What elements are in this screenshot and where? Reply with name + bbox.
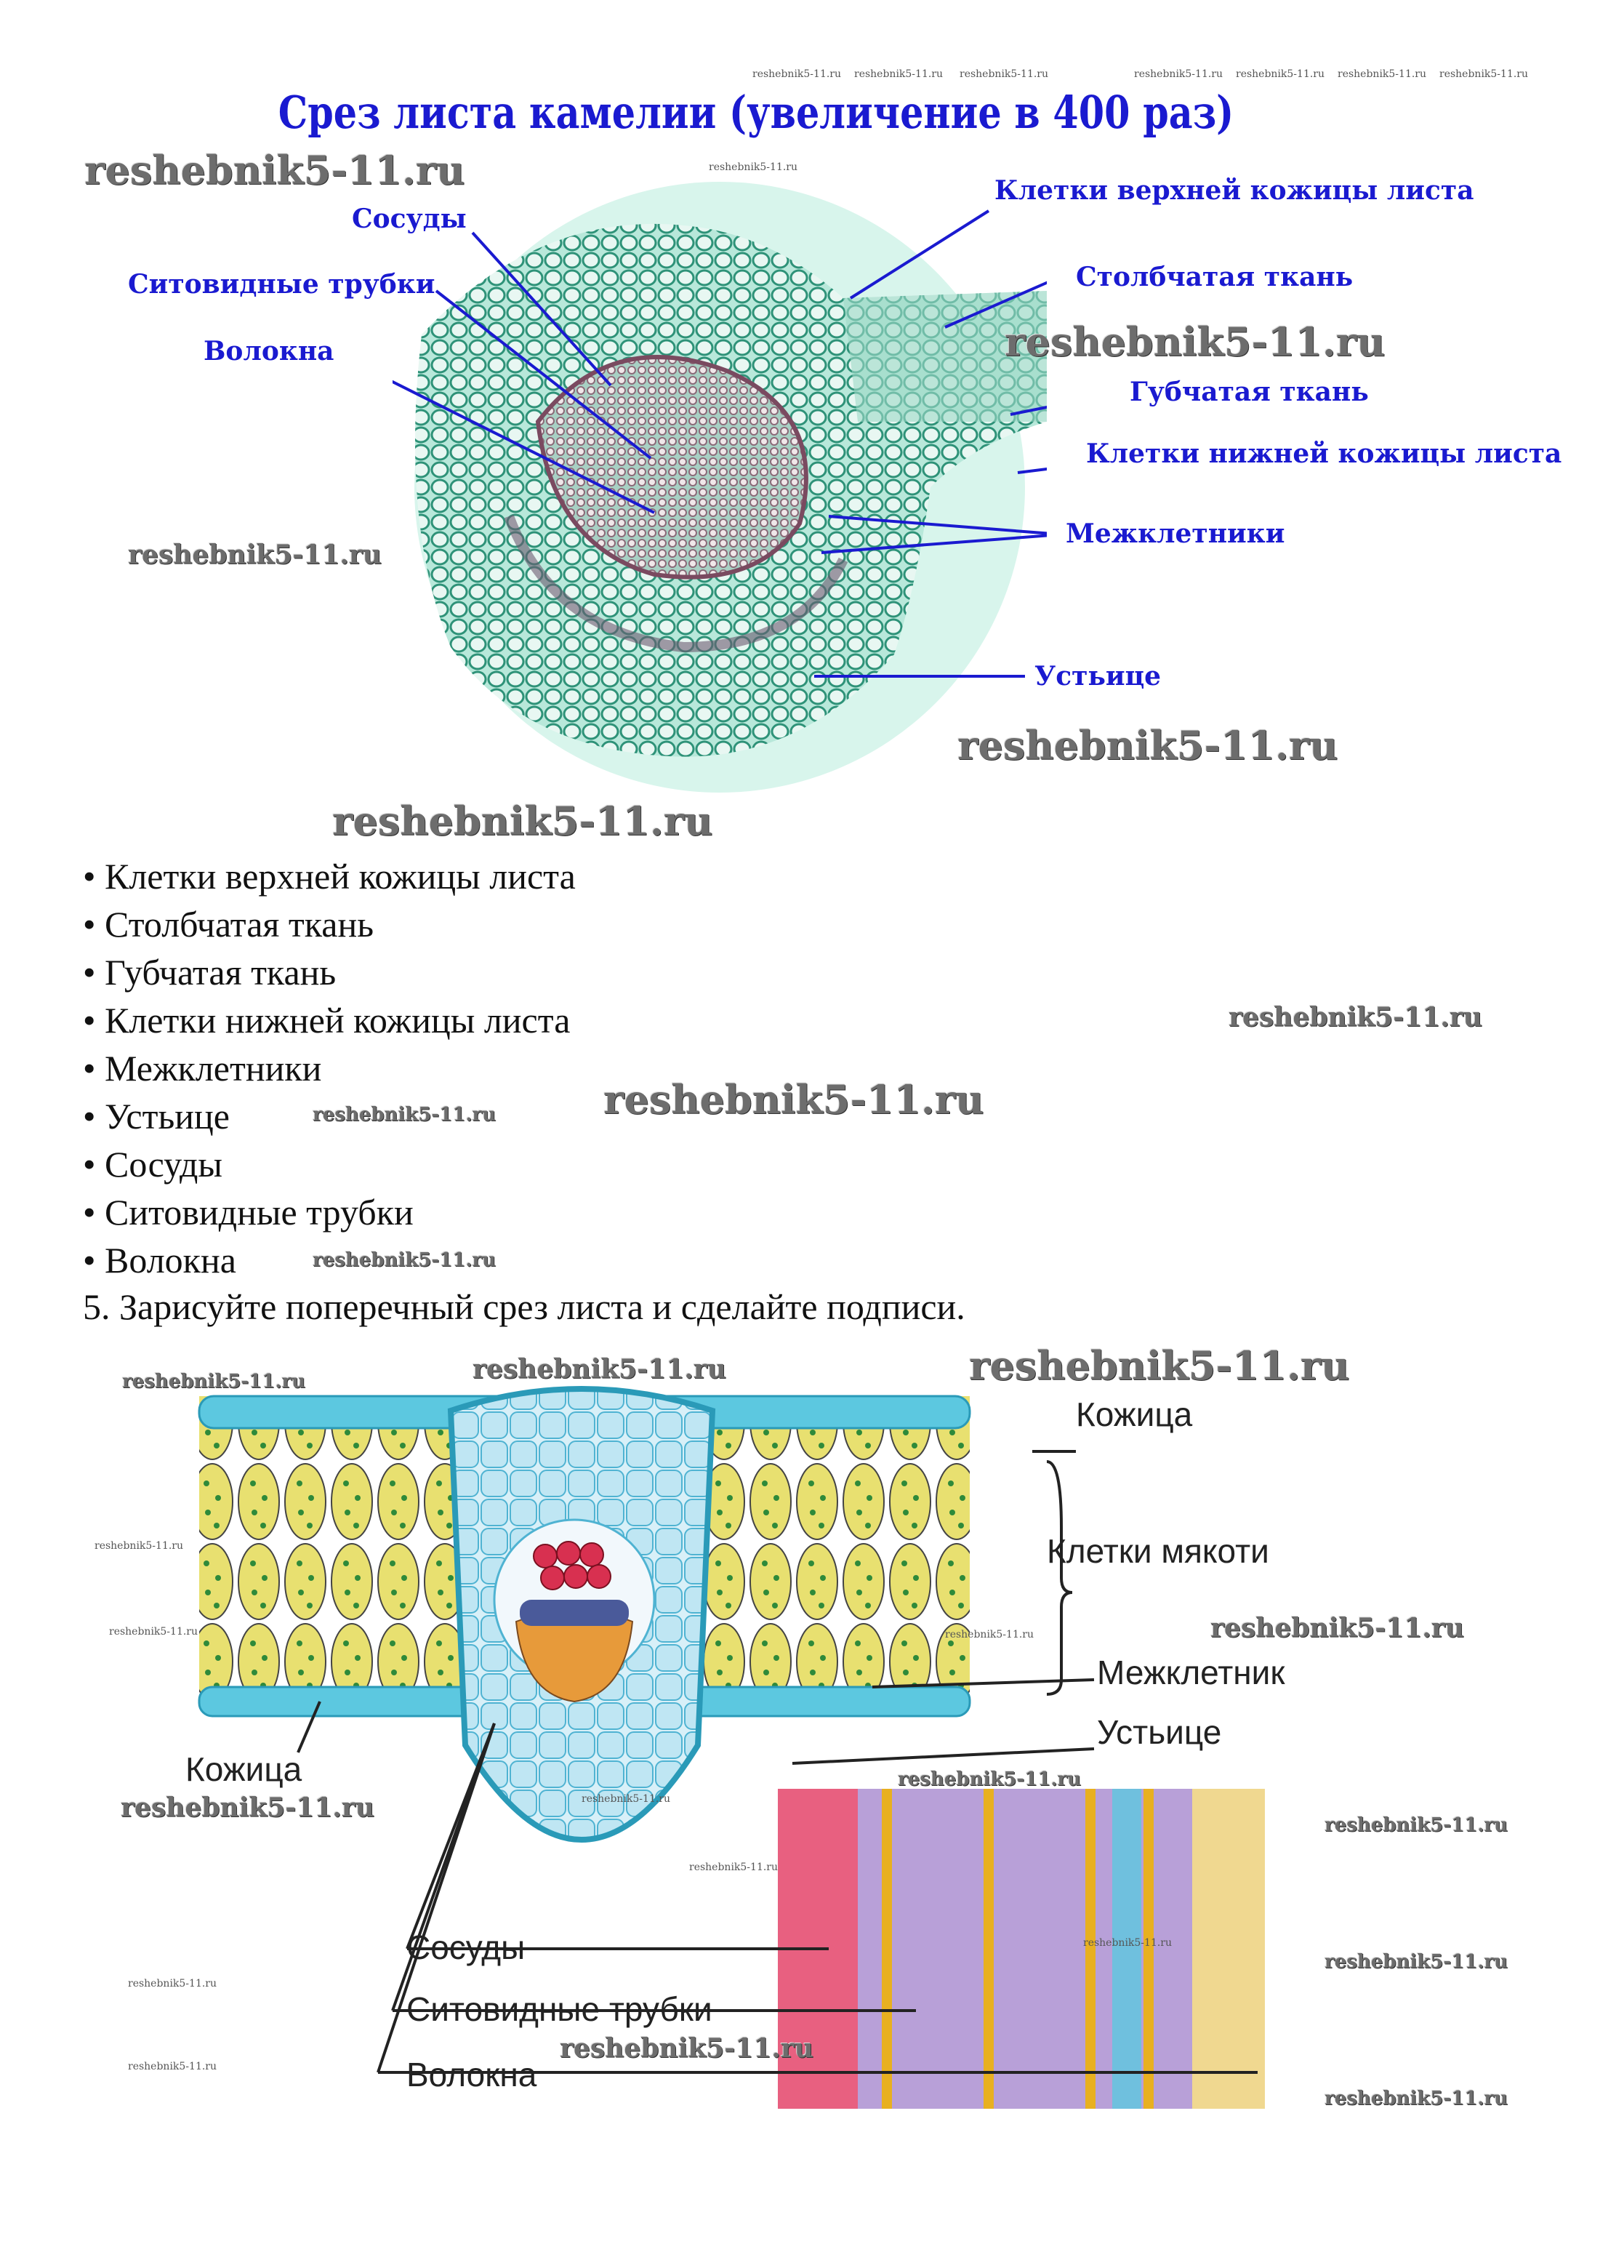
label-sieve-tubes: Ситовидные трубки xyxy=(128,269,435,300)
watermark: reshebnik5-11.ru xyxy=(1236,68,1325,80)
watermark: reshebnik5-11.ru xyxy=(945,1629,1034,1640)
label-fibers: Волокна xyxy=(204,336,334,366)
leaf-cross-section-drawing xyxy=(198,1386,1265,2109)
list-item: • Столбчатая ткань xyxy=(83,904,374,945)
watermark: reshebnik5-11.ru xyxy=(128,540,382,570)
watermark: reshebnik5-11.ru xyxy=(128,1978,217,1989)
label-leader-lines xyxy=(297,1450,1258,2074)
label-sieve-tubes: Ситовидные трубки xyxy=(406,1990,712,2028)
label-skin-bottom: Кожица xyxy=(185,1750,302,1788)
watermark: reshebnik5-11.ru xyxy=(121,1792,374,1823)
watermark: reshebnik5-11.ru xyxy=(313,1249,497,1271)
watermark: reshebnik5-11.ru xyxy=(582,1793,671,1805)
watermark: reshebnik5-11.ru xyxy=(1439,68,1529,80)
list-item: • Устьице xyxy=(83,1096,230,1137)
list-item: • Межклетники xyxy=(83,1048,322,1089)
watermark: reshebnik5-11.ru xyxy=(109,1626,198,1638)
watermark: reshebnik5-11.ru xyxy=(1083,1937,1173,1949)
list-item: • Губчатая ткань xyxy=(83,952,337,993)
watermark: reshebnik5-11.ru xyxy=(957,722,1338,769)
watermark: reshebnik5-11.ru xyxy=(1229,1002,1482,1033)
watermark: reshebnik5-11.ru xyxy=(1338,68,1427,80)
label-upper-epidermis: Клетки верхней кожицы листа xyxy=(994,175,1474,206)
watermark: reshebnik5-11.ru xyxy=(1210,1613,1464,1643)
list-item: • Клетки нижней кожицы листа xyxy=(83,1000,571,1041)
label-stoma: Устьице xyxy=(1034,661,1162,692)
watermark: reshebnik5-11.ru xyxy=(709,161,798,173)
list-item: • Клетки верхней кожицы листа xyxy=(83,856,576,897)
label-skin-top: Кожица xyxy=(1076,1395,1193,1433)
watermark: reshebnik5-11.ru xyxy=(898,1768,1082,1790)
watermark: reshebnik5-11.ru xyxy=(128,2061,217,2072)
watermark: reshebnik5-11.ru xyxy=(95,1540,184,1552)
watermark: reshebnik5-11.ru xyxy=(960,68,1049,80)
watermark: reshebnik5-11.ru xyxy=(1324,1951,1508,1973)
watermark: reshebnik5-11.ru xyxy=(473,1354,726,1385)
label-pulp: Клетки мякоти xyxy=(1047,1532,1269,1570)
label-vessels: Сосуды xyxy=(352,204,467,234)
page-title: Срез листа камелии (увеличение в 400 раз… xyxy=(278,86,1234,139)
watermark: reshebnik5-11.ru xyxy=(1005,318,1386,365)
watermark: reshebnik5-11.ru xyxy=(969,1342,1350,1389)
watermark: reshebnik5-11.ru xyxy=(689,1862,779,1873)
watermark: reshebnik5-11.ru xyxy=(313,1104,497,1126)
label-stoma: Устьице xyxy=(1097,1713,1222,1751)
label-vessels: Сосуды xyxy=(406,1928,526,1966)
task-text: 5. Зарисуйте поперечный срез листа и сде… xyxy=(83,1286,965,1327)
list-item: • Сосуды xyxy=(83,1144,223,1185)
label-lower-epidermis: Клетки нижней кожицы листа xyxy=(1086,438,1562,469)
watermark: reshebnik5-11.ru xyxy=(1324,2088,1508,2109)
label-intercellular: Межклетник xyxy=(1097,1654,1285,1691)
watermark: reshebnik5-11.ru xyxy=(854,68,944,80)
watermark: reshebnik5-11.ru xyxy=(84,147,465,193)
label-fibers: Волокна xyxy=(406,2056,537,2093)
watermark: reshebnik5-11.ru xyxy=(752,68,842,80)
label-leader-lines xyxy=(393,209,1047,678)
list-item: • Волокна xyxy=(83,1240,236,1281)
label-spongy: Губчатая ткань xyxy=(1130,377,1369,407)
label-intercellular: Межклетники xyxy=(1066,518,1285,549)
watermark: reshebnik5-11.ru xyxy=(1324,1814,1508,1836)
watermark: reshebnik5-11.ru xyxy=(332,798,713,844)
watermark: reshebnik5-11.ru xyxy=(603,1076,984,1123)
tissue-list: • Клетки верхней кожицы листа • Столбчат… xyxy=(83,852,576,1284)
watermark: reshebnik5-11.ru xyxy=(1134,68,1223,80)
watermark: reshebnik5-11.ru xyxy=(560,2033,813,2064)
leaf-cross-section-micrograph xyxy=(393,182,1047,793)
watermark: reshebnik5-11.ru xyxy=(122,1371,306,1393)
label-palisade: Столбчатая ткань xyxy=(1076,262,1354,292)
list-item: • Ситовидные трубки xyxy=(83,1192,414,1233)
